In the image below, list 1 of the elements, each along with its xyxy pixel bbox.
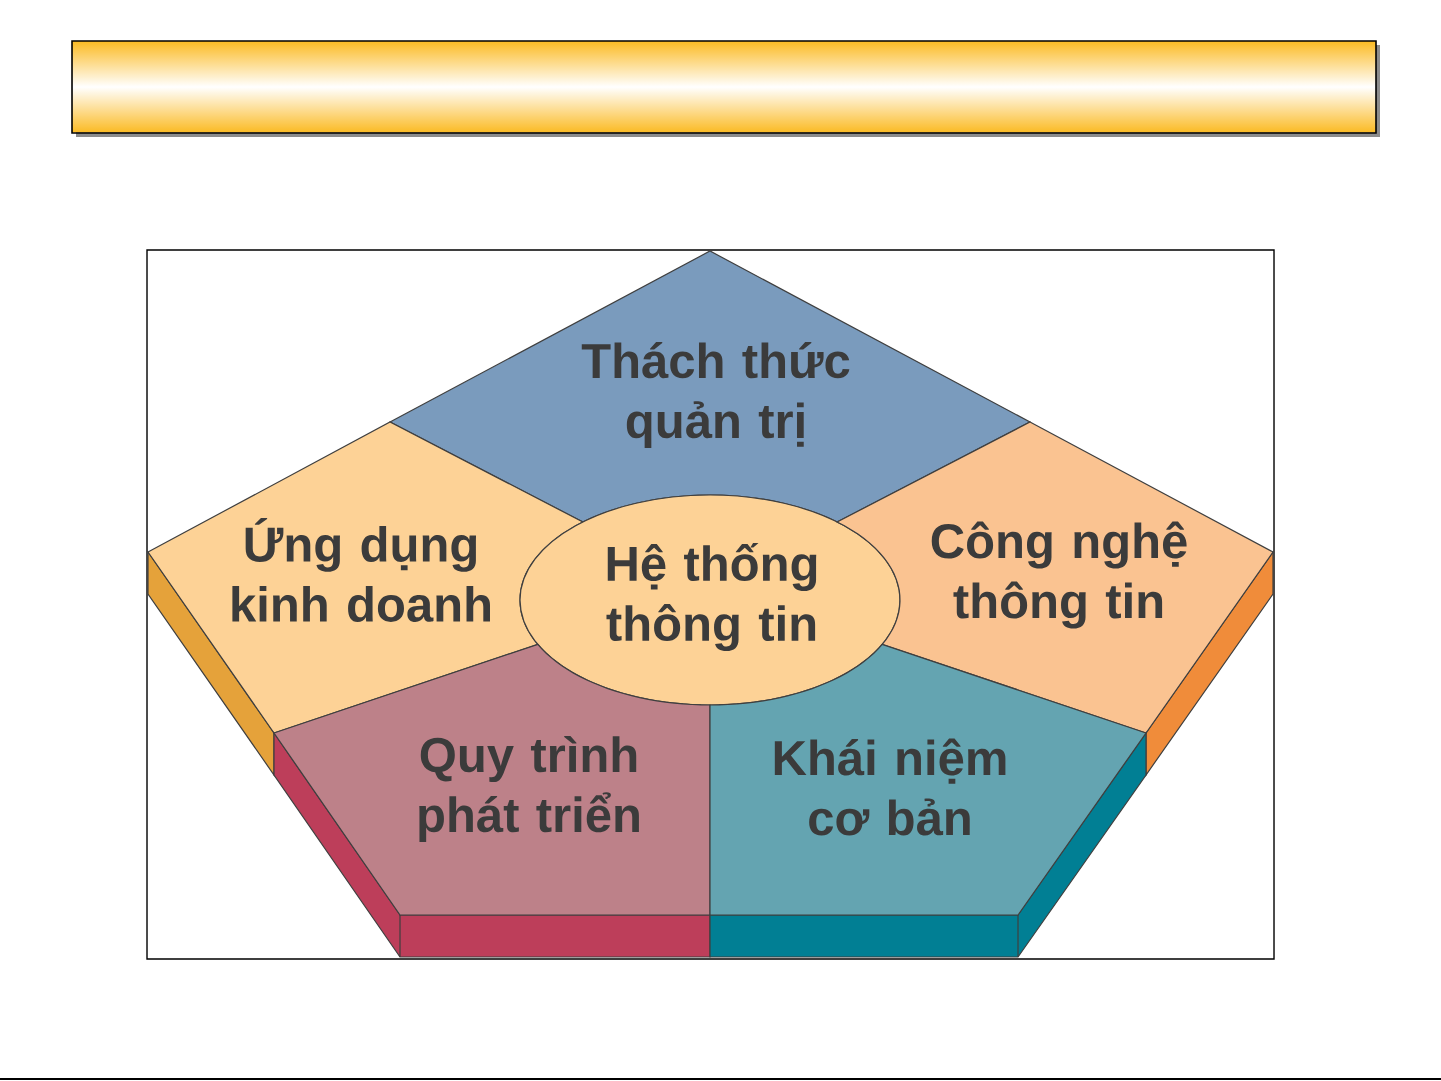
pentagon-segment: Quy trình phát triển	[273, 643, 711, 958]
